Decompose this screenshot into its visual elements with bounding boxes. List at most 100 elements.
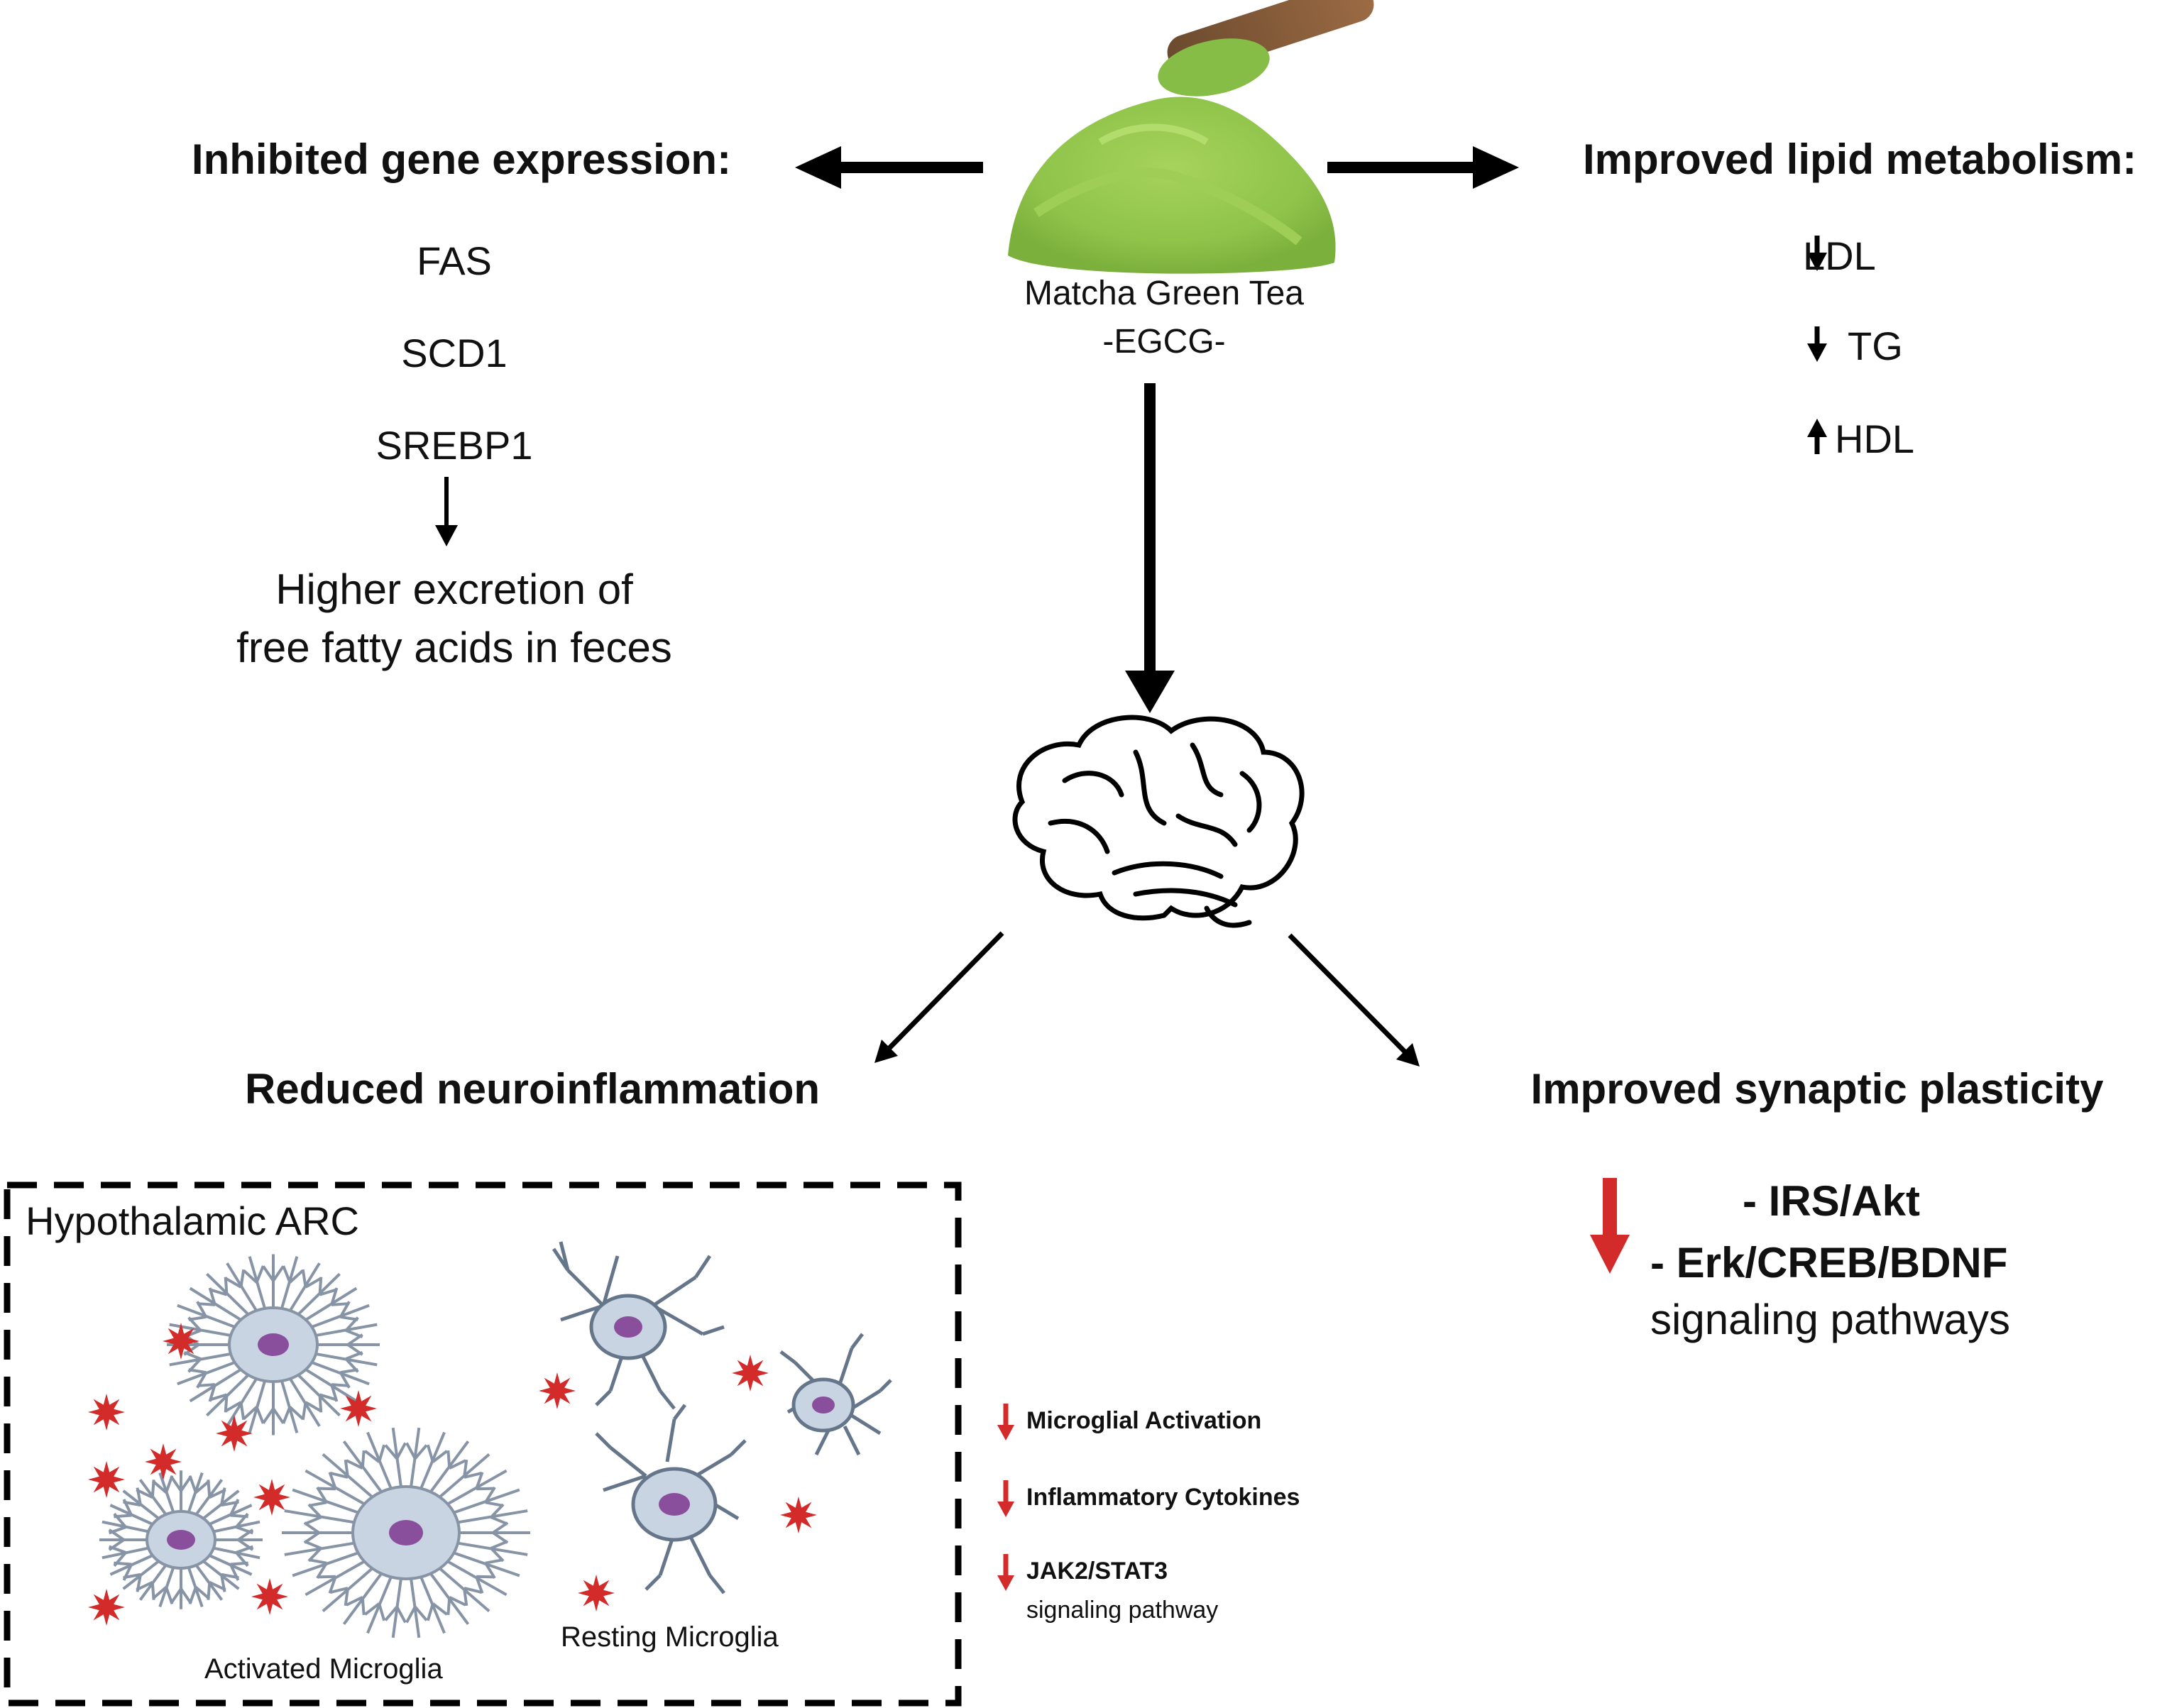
arrow-to-brain	[1125, 383, 1175, 713]
matcha-label-line2: -EGCG-	[1102, 323, 1226, 360]
synaptic-down-arrow	[1590, 1178, 1630, 1274]
cytokine-star	[88, 1589, 125, 1626]
effect-microglial-activation: Microglial Activation	[1026, 1407, 1262, 1434]
effect-jak2-stat3-sub: signaling pathway	[1026, 1597, 1219, 1624]
hdl-up-arrow	[1807, 419, 1827, 454]
cytokine-star	[732, 1355, 769, 1392]
effect-inflammatory-cytokines: Inflammatory Cytokines	[1026, 1484, 1300, 1511]
microglia-process	[287, 1374, 322, 1427]
arrow-srebp1-to-excretion	[435, 477, 458, 546]
brain-icon	[1012, 715, 1305, 928]
microglia-process	[322, 1453, 380, 1504]
excretion-line-1: Higher excretion of	[275, 566, 633, 613]
cytokine-markers	[88, 1323, 817, 1626]
effect-jak2-stat3: JAK2/STAT3	[1026, 1558, 1168, 1585]
microglia-process	[189, 1365, 248, 1403]
microglia-process	[424, 1566, 470, 1626]
arrow-to-synaptic-plasticity	[1288, 933, 1420, 1067]
cytokine-star	[539, 1372, 576, 1409]
microglia-process	[262, 1379, 285, 1436]
microglia-process	[342, 1440, 388, 1499]
cytokine-star	[780, 1497, 817, 1533]
cytokine-star	[251, 1578, 288, 1615]
microglia-process	[186, 1564, 211, 1608]
microglia-process	[417, 1570, 448, 1634]
arrow-to-gene-expression	[795, 146, 983, 189]
microglia-process	[417, 1431, 448, 1496]
cytokine-star	[163, 1323, 199, 1360]
cytokine-star	[88, 1394, 125, 1431]
microglia-process	[299, 1286, 358, 1325]
resting-microglia-1	[552, 1241, 725, 1410]
microglia-process	[151, 1472, 176, 1516]
resting-microglia-label: Resting Microglia	[561, 1621, 779, 1653]
microglia-process	[287, 1262, 322, 1315]
pathway-irs-akt: - IRS/Akt	[1743, 1177, 1921, 1225]
hypothalamic-arc-box	[4, 1181, 962, 1707]
microglia-process	[306, 1316, 378, 1339]
neuroinflammation-title: Reduced neuroinflammation	[244, 1065, 821, 1113]
effect-arrow-jak2-stat3	[997, 1554, 1014, 1591]
ldl-down-arrow	[1807, 236, 1827, 271]
microglia-process	[170, 1565, 192, 1609]
pathway-erk-creb-bdnf: - Erk/CREB/BDNF	[1650, 1239, 2008, 1286]
effect-arrow-microglial-activation	[997, 1404, 1014, 1440]
matcha-label-line1: Matcha Green Tea	[1024, 275, 1304, 312]
microglia-process	[293, 1272, 341, 1319]
pathway-signaling-label: signaling pathways	[1650, 1296, 2010, 1343]
cytokine-star	[88, 1461, 125, 1498]
gene-srebp1: SREBP1	[375, 423, 533, 468]
microglia-process	[364, 1431, 395, 1496]
hypothalamic-arc-title: Hypothalamic ARC	[26, 1199, 359, 1243]
microglia-process	[384, 1572, 407, 1638]
microglia-process	[242, 1377, 268, 1433]
cytokine-star	[145, 1443, 182, 1480]
microglia-process	[224, 1374, 260, 1427]
microglia-process	[405, 1572, 428, 1638]
resting-microglia-3	[595, 1404, 747, 1594]
microglia-process	[206, 1370, 253, 1417]
marker-ldl: LDL	[1803, 233, 1876, 278]
microglia-process	[342, 1566, 388, 1626]
arrow-to-neuroinflammation	[874, 931, 1004, 1063]
tg-down-arrow	[1807, 326, 1827, 362]
arrow-to-lipid-metabolism	[1327, 146, 1519, 189]
activated-microglia-3	[282, 1427, 530, 1638]
microglia-process	[305, 1555, 375, 1597]
gene-scd1: SCD1	[401, 331, 508, 375]
microglia-process	[224, 1262, 260, 1315]
cytokine-star	[340, 1390, 377, 1427]
gene-fas: FAS	[417, 238, 492, 283]
effect-arrow-inflammatory-cytokines	[997, 1480, 1014, 1517]
microglia-process	[437, 1469, 508, 1511]
microglia-process	[279, 1256, 305, 1312]
cytokine-star	[253, 1479, 290, 1516]
microglia-process	[279, 1377, 305, 1433]
microglia-process	[405, 1427, 428, 1494]
microglia-process	[322, 1561, 380, 1613]
synaptic-plasticity-title: Improved synaptic plasticity	[1530, 1065, 2104, 1113]
microglia-process	[424, 1440, 470, 1499]
microglia-process	[384, 1427, 407, 1494]
microglia-process	[151, 1564, 176, 1608]
marker-hdl: HDL	[1835, 417, 1915, 461]
microglia-process	[364, 1570, 395, 1634]
resting-microglia-2	[779, 1333, 892, 1456]
cytokine-star	[578, 1575, 615, 1611]
microglia-process	[262, 1254, 285, 1311]
matcha-powder-icon	[1008, 0, 1374, 274]
excretion-line-2: free fatty acids in feces	[236, 624, 672, 671]
cytokine-star	[216, 1415, 253, 1452]
microglia-process	[305, 1469, 375, 1511]
gene-expression-title: Inhibited gene expression:	[191, 136, 732, 183]
matcha-label: Matcha Green Tea -EGCG-	[980, 270, 1349, 366]
microglia-process	[432, 1561, 490, 1613]
activated-microglia-label: Activated Microglia	[204, 1653, 443, 1685]
activated-microglia-2	[99, 1470, 263, 1609]
microglia-process	[242, 1256, 268, 1312]
lipid-metabolism-title: Improved lipid metabolism:	[1582, 136, 2137, 183]
marker-tg: TG	[1848, 324, 1903, 368]
microglia-process	[170, 1470, 192, 1514]
microglia-process	[186, 1472, 211, 1516]
